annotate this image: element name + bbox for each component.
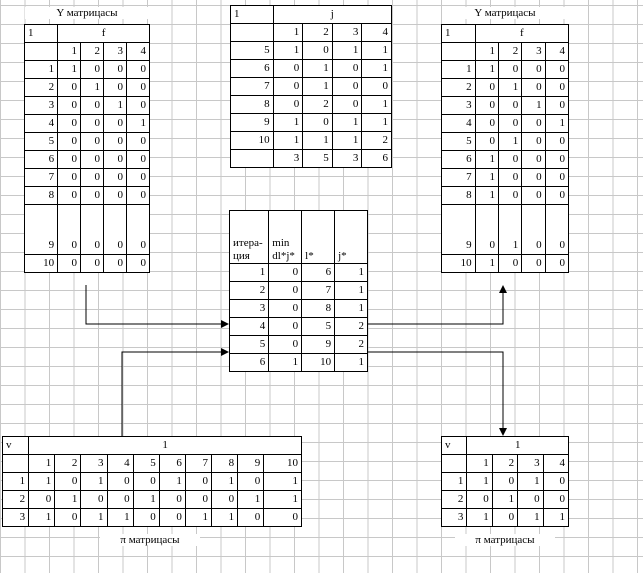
value-cell: 0: [54, 508, 82, 527]
column-header: 4: [125, 42, 151, 61]
value-cell: 1: [361, 59, 392, 78]
y-left-title: Y матрицасы: [25, 7, 149, 19]
value-cell: 0: [544, 132, 570, 151]
column-header: min dl*j*: [268, 210, 303, 264]
value-cell: 1: [334, 281, 368, 300]
pi-left-title: π матрицасы: [100, 534, 200, 546]
column-header: 4: [544, 42, 570, 61]
y-right-title: Y матрицасы: [442, 7, 568, 19]
row-label: 5: [23, 132, 59, 151]
value-cell: 1: [542, 508, 570, 527]
value-cell: 1: [268, 353, 303, 372]
value-cell: 0: [263, 508, 302, 527]
value-cell: 0: [491, 508, 519, 527]
total-cell: 6: [361, 149, 392, 168]
value-cell: 0: [125, 168, 151, 187]
value-cell: 0: [237, 508, 265, 527]
value-cell: 0: [125, 254, 151, 273]
column-header: итера-ция: [228, 210, 270, 264]
value-cell: 0: [544, 204, 570, 255]
value-cell: 1: [474, 254, 499, 273]
row-label: 9: [230, 113, 274, 132]
value-cell: 1: [334, 353, 368, 372]
value-cell: 0: [237, 472, 265, 491]
arrow-iteration-to-piright: [368, 351, 507, 436]
value-cell: 0: [544, 254, 570, 273]
row-label: 3: [1, 508, 30, 527]
arrow-iteration-to-yright: [368, 285, 507, 325]
value-cell: 1: [184, 508, 213, 527]
row-label: 9: [441, 204, 476, 255]
row-label: 10: [23, 254, 59, 273]
value-cell: 0: [158, 508, 186, 527]
arrow-pileft-to-iteration: [121, 348, 229, 436]
value-cell: 0: [544, 96, 570, 115]
arrow-yleft-to-iteration: [85, 285, 229, 328]
value-cell: 0: [57, 254, 82, 273]
row-label: 9: [23, 204, 59, 255]
row-label: 6: [23, 150, 59, 169]
value-cell: 0: [125, 132, 151, 151]
value-cell: 1: [334, 263, 368, 282]
value-cell: 2: [361, 131, 392, 150]
pi-right-title: π матрицасы: [455, 534, 555, 546]
value-cell: 0: [125, 204, 151, 255]
value-cell: 1: [237, 490, 265, 509]
total-cell: 3: [331, 149, 363, 168]
column-header: j*: [334, 210, 368, 264]
value-cell: 1: [361, 95, 392, 114]
iteration-number: 6: [228, 353, 270, 372]
value-cell: 1: [497, 204, 523, 255]
value-cell: 1: [517, 508, 544, 527]
empty-cell: [230, 149, 274, 168]
value-cell: 0: [361, 77, 392, 96]
